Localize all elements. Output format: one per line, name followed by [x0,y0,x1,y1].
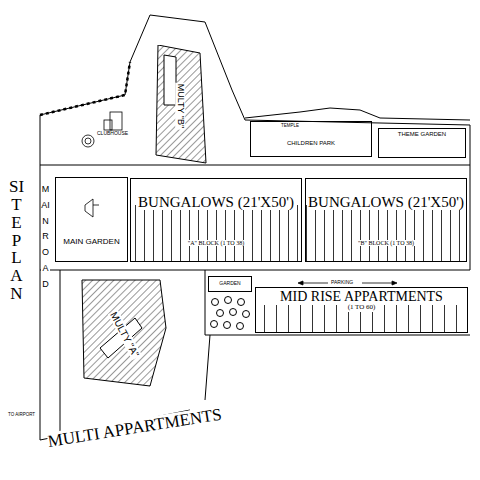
region-label: MULTY "B" [175,83,185,130]
garden-symbol [85,199,99,217]
region-label: GARDEN [218,281,241,287]
site-region: BUNGALOWS (21'X50') "B" BLOCK (1 TO 38) [305,178,467,262]
map-label: MULTI APPARTMENTS [47,406,224,452]
region-label: BUNGALOWS (21'X50') [307,194,465,211]
map-label: TO AIRPORT [8,413,35,418]
region-label: "A" BLOCK (1 TO 38) [187,240,245,247]
region-label: MID RISE APPARTMENTS [279,289,444,304]
region-label: CHILDREN PARK [286,140,336,147]
flat-lines [256,305,467,332]
site-region: BUNGALOWS (21'X50') "A" BLOCK (1 TO 38) [130,178,302,262]
building-footprint [156,45,206,163]
site-region: THEME GARDEN [378,128,466,158]
region-label: BUNGALOWS (21'X50') [137,194,295,211]
region-label: MAIN GARDEN [62,238,120,247]
site-region: MAIN GARDEN [55,177,128,262]
parking-arrow [298,281,397,285]
boundary-wall [40,62,130,115]
map-label: PARKING [331,280,353,286]
site-outline [40,15,470,440]
tree-symbols [211,297,250,330]
map-label: TEMPLE [281,124,299,129]
building-core [164,55,176,105]
building-footprint [82,280,166,386]
region-label: "B" BLOCK (1 TO 38) [357,240,415,247]
region-label: THEME GARDEN [397,131,447,138]
plot-lines [131,205,301,261]
site-region: CHILDREN PARK [250,121,372,157]
region-label: (1 TO 60) [347,304,377,312]
map-label: SITE PLAN [8,178,25,303]
clubhouse-symbol [82,112,122,147]
site-region: MULTY "B" [150,45,210,167]
site-region: GARDEN [208,276,252,292]
site-region: MULTY "A" [80,278,170,390]
site-region: MID RISE APPARTMENTS(1 TO 60) [255,287,468,333]
map-label: CLUBHOUSE [97,131,128,137]
map-label: MAIN ROAD [41,182,50,292]
plot-lines [306,205,466,261]
